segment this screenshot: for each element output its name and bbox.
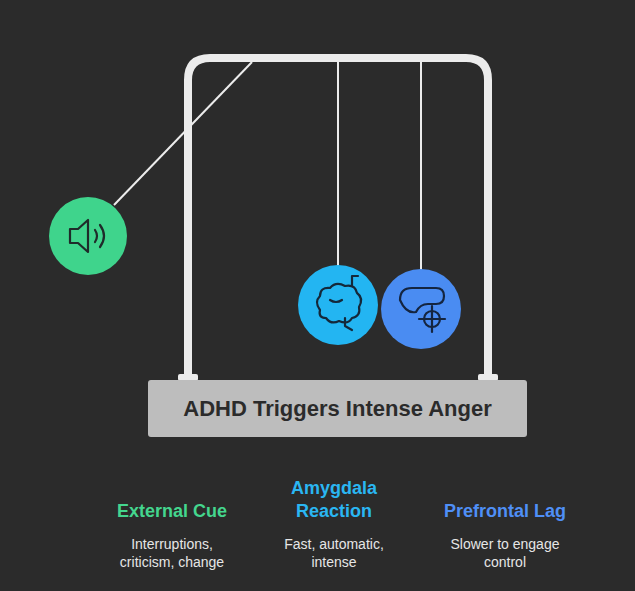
pendulum-string xyxy=(420,62,422,270)
cue-ball xyxy=(49,197,127,275)
amygdala-ball xyxy=(298,265,378,345)
title-text: ADHD Triggers Intense Anger xyxy=(183,396,491,422)
stage-description: Slower to engage control xyxy=(438,535,573,571)
prefrontal-ball xyxy=(381,269,461,349)
stage-description: Interruptions, criticism, change xyxy=(107,535,237,571)
pendulum-string xyxy=(337,62,339,266)
title-base: ADHD Triggers Intense Anger xyxy=(148,380,527,437)
brain-icon xyxy=(317,276,361,330)
speaker-icon xyxy=(70,220,104,252)
focus-icon xyxy=(400,288,445,332)
stage-heading: Amygdala Reaction xyxy=(277,477,392,523)
stage-heading: External Cue xyxy=(97,500,247,523)
stage-description: Fast, automatic, intense xyxy=(272,535,397,571)
cradle-frame xyxy=(188,58,488,380)
stage-heading: Prefrontal Lag xyxy=(425,500,585,523)
pendulum-string xyxy=(114,62,252,205)
